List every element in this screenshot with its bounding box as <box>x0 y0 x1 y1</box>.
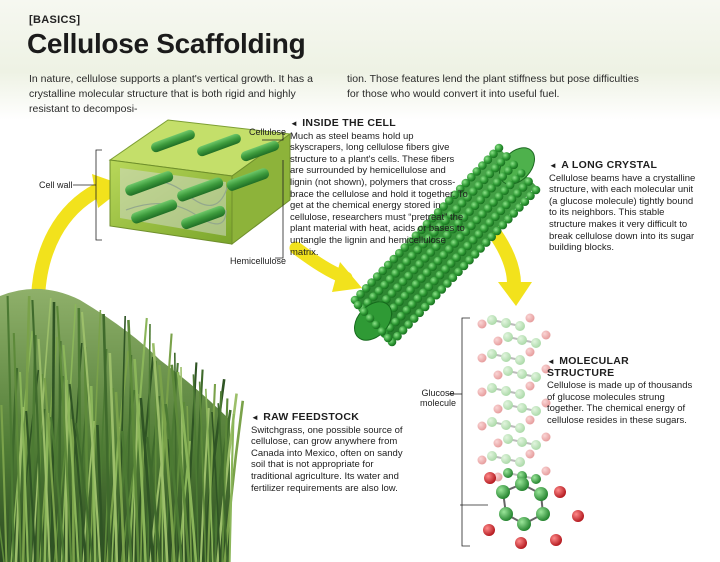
callout-body: Cellulose beams have a crystalline struc… <box>549 172 696 254</box>
callout-body: Cellulose is made up of thousands of glu… <box>547 380 693 426</box>
cell-wall-block <box>108 119 292 246</box>
glucose-molecule-label: Glucose molecule <box>419 388 457 408</box>
page-title: Cellulose Scaffolding <box>27 28 306 59</box>
cellulose-fibers <box>125 129 280 230</box>
callout-body: Switchgrass, one possible source of cell… <box>251 424 403 494</box>
cell-leader-lines <box>73 132 284 259</box>
intro-text-column-2: tion. Those features lend the plant stif… <box>347 73 639 100</box>
header-background <box>0 0 720 120</box>
intro-text-column-1: In nature, cellulose supports a plant's … <box>29 73 313 115</box>
flow-arrow-crystal-to-molecule <box>487 225 532 306</box>
cellulose-crystal-beam <box>350 143 541 347</box>
section-kicker: [BASICS] <box>29 14 81 26</box>
callout-heading: MOLECULAR STRUCTURE <box>547 355 629 379</box>
pointer-triangle-icon: ◄ <box>251 413 260 422</box>
flow-arrow-cell-to-crystal <box>289 241 362 292</box>
pointer-triangle-icon: ◄ <box>547 357 556 366</box>
hemicellulose-label: Hemicellulose <box>230 256 287 266</box>
callout-heading: INSIDE THE CELL <box>302 117 396 129</box>
molecule-leader-lines <box>448 317 488 547</box>
callout-long-crystal: ◄A LONG CRYSTAL Cellulose beams have a c… <box>549 159 699 254</box>
callout-molecular-structure: ◄MOLECULAR STRUCTURE Cellulose is made u… <box>547 355 697 427</box>
pointer-triangle-icon: ◄ <box>290 119 299 128</box>
pointer-triangle-icon: ◄ <box>549 161 558 170</box>
callout-inside-the-cell: ◄INSIDE THE CELL Much as steel beams hol… <box>290 117 468 258</box>
glucose-molecule-chain <box>477 313 584 549</box>
cell-wall-label: Cell wall <box>39 180 73 190</box>
switchgrass-illustration <box>0 288 245 562</box>
flow-arrow-grass-to-cell <box>31 174 126 305</box>
callout-body: Much as steel beams hold up skyscrapers,… <box>290 130 468 258</box>
callout-raw-feedstock: ◄RAW FEEDSTOCK Switchgrass, one possible… <box>251 411 409 494</box>
callout-heading: RAW FEEDSTOCK <box>263 411 360 423</box>
cellulose-label: Cellulose <box>249 127 287 137</box>
callout-heading: A LONG CRYSTAL <box>561 159 658 171</box>
